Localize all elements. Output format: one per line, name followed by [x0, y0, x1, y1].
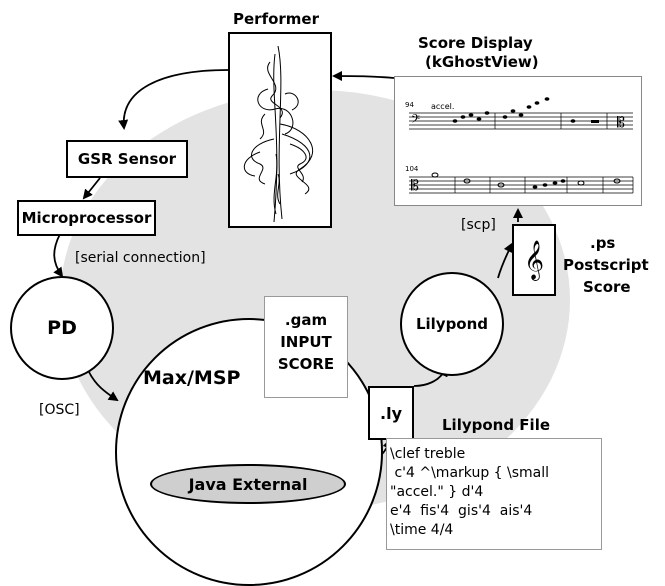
scp-label: [scp]: [461, 217, 496, 233]
svg-text:𝄢: 𝄢: [411, 113, 420, 129]
arrow-pd-to-max: [87, 369, 119, 402]
gam-extension: .gam: [284, 311, 328, 329]
measure-number-94: 94: [405, 101, 414, 109]
treble-clef-icon: 𝄞: [523, 240, 545, 280]
score-display-title: Score Display: [418, 34, 533, 52]
tempo-marking: accel.: [431, 102, 455, 111]
ps-extension: .ps: [590, 234, 616, 252]
pd-label: PD: [47, 317, 77, 339]
gsr-sensor-label: GSR Sensor: [77, 150, 177, 168]
code-line-3: "accel." } d'4: [390, 484, 484, 500]
arrow-micro-to-pd: [53, 233, 64, 278]
music-staves: 𝄢 𝄡 𝄡: [409, 97, 634, 194]
ly-file-icon: .ly: [368, 386, 414, 440]
ps-postscript-label: Postscript: [563, 256, 649, 274]
arrow-gsr-to-micro: [82, 177, 101, 200]
ps-score-label: Score: [583, 278, 631, 296]
gsr-sensor-box: GSR Sensor: [66, 140, 188, 178]
lilypond-label: Lilypond: [415, 315, 489, 333]
lilypond-file-title: Lilypond File: [442, 416, 551, 434]
svg-text:𝄡: 𝄡: [617, 115, 625, 131]
code-line-5: \time 4/4: [390, 522, 454, 538]
java-external-node: Java External: [150, 464, 346, 504]
arrow-score-to-performer: [332, 71, 395, 82]
performer-title: Performer: [233, 10, 319, 28]
performer-image: [228, 32, 332, 228]
pd-node: PD: [10, 276, 114, 380]
score-display-subtitle: (kGhostView): [425, 53, 539, 71]
ps-file-icon: 𝄞: [512, 224, 556, 296]
ly-label: .ly: [380, 403, 402, 423]
osc-label: [OSC]: [39, 402, 80, 418]
code-line-4: e'4 fis'4 gis'4 ais'4: [390, 503, 533, 519]
gam-input-score-box: .gam INPUT SCORE: [264, 296, 348, 398]
microprocessor-label: Microprocessor: [21, 209, 152, 227]
gam-input-text: INPUT: [280, 333, 332, 351]
arrow-lilypond-to-ps: [497, 242, 513, 279]
microprocessor-box: Microprocessor: [17, 200, 156, 236]
java-external-label: Java External: [188, 474, 308, 494]
arrow-performer-to-gsr: [118, 69, 229, 130]
gam-score-text: SCORE: [277, 355, 335, 373]
max-msp-label: Max/MSP: [143, 367, 241, 389]
measure-number-104: 104: [405, 165, 419, 173]
lilypond-node: Lilypond: [400, 272, 504, 376]
code-line-1: \clef treble: [390, 446, 466, 462]
performer-sketch-icon: [243, 45, 313, 223]
code-line-2: c'4 ^\markup { \small: [390, 465, 550, 481]
score-display-image: 94 accel. 104 𝄢: [394, 76, 642, 206]
serial-connection-label: [serial connection]: [75, 250, 206, 266]
svg-text:𝄡: 𝄡: [411, 178, 419, 194]
